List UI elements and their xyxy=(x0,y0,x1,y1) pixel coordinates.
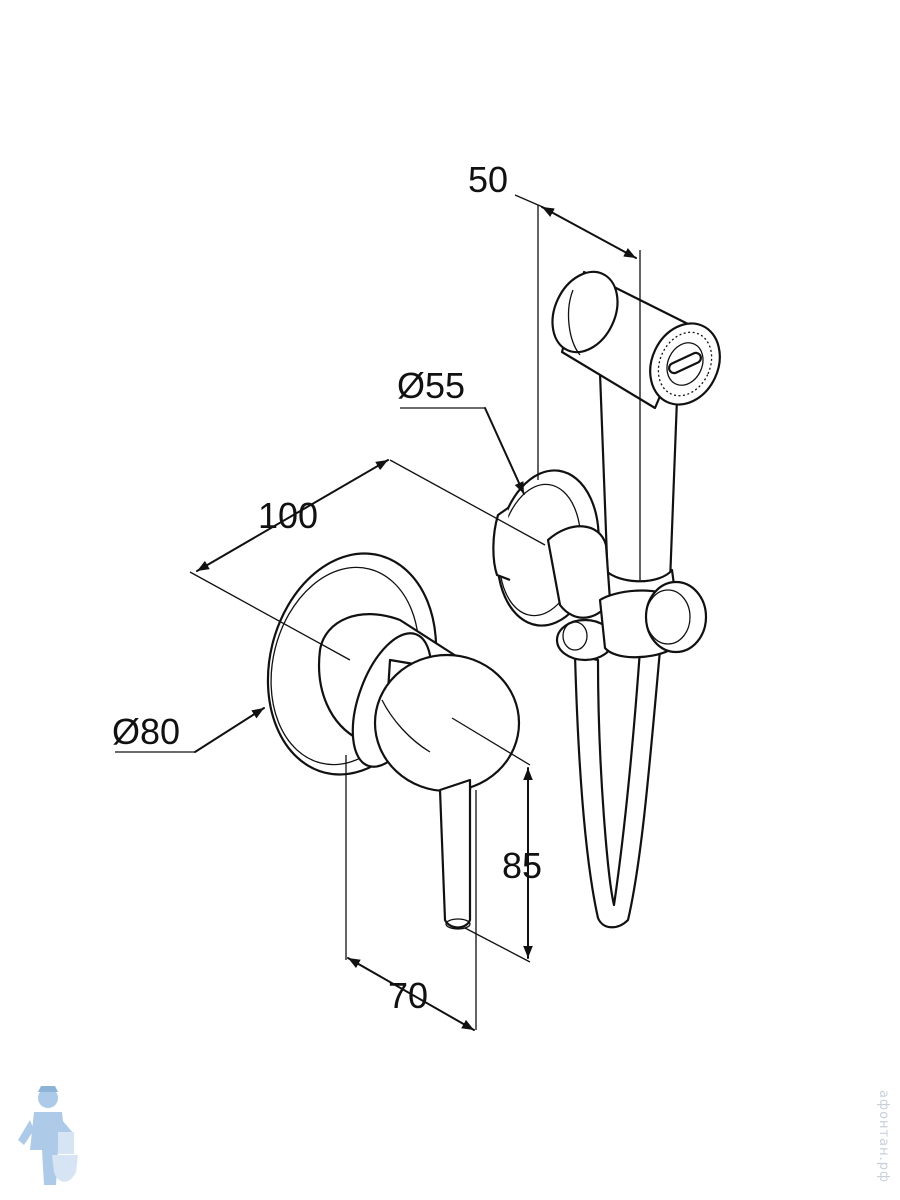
shower-hose xyxy=(573,648,662,929)
dim-holder-diameter: Ø55 xyxy=(397,365,465,406)
wall-holder xyxy=(492,469,708,662)
dim-wall-depth: 100 xyxy=(258,495,318,536)
dim-hand-shower-width: 50 xyxy=(468,159,508,200)
plumber-mascot-icon xyxy=(18,1086,78,1185)
dim-handle-height: 85 xyxy=(502,845,542,886)
dim-rosette-diameter: Ø80 xyxy=(112,711,180,752)
mixer-valve xyxy=(266,552,521,930)
dimension-lines xyxy=(115,194,641,1031)
dim-handle-length: 70 xyxy=(388,975,428,1016)
watermark-text: афонтан.рф xyxy=(876,1090,891,1183)
hand-shower xyxy=(551,270,721,613)
